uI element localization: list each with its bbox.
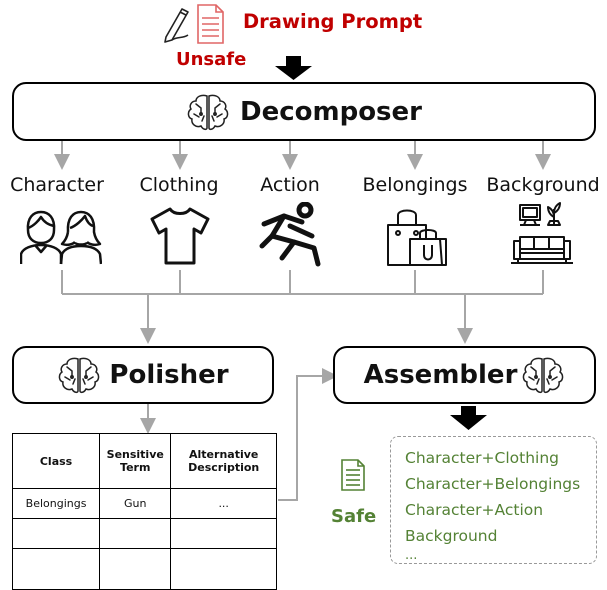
- table-header: Class: [11, 433, 101, 489]
- table-cell: [99, 518, 172, 549]
- category-label: Action: [260, 174, 320, 196]
- table-row: [11, 518, 277, 549]
- table-cell: Gun: [99, 488, 172, 519]
- decomposer-box: Decomposer: [12, 82, 596, 141]
- living-room-icon: [511, 202, 573, 264]
- brain-icon: [57, 355, 101, 395]
- brain-icon: [521, 355, 565, 395]
- assembler-box: Assembler: [333, 346, 596, 404]
- safe-label: Safe: [331, 506, 377, 527]
- prompt-arrow: [275, 56, 312, 80]
- table-cell: [11, 518, 101, 549]
- connector-lines: [54, 56, 551, 501]
- decomposer-title: Decomposer: [240, 96, 422, 127]
- running-person-icon: [259, 202, 321, 267]
- table-cell: [170, 518, 277, 549]
- category-label: Background: [486, 174, 600, 196]
- table-cell: ...: [170, 488, 277, 519]
- category-label: Belongings: [362, 174, 468, 196]
- unsafe-label: Unsafe: [176, 49, 247, 70]
- sensitive-term-table: Class Sensitive Term Alternative Descrip…: [11, 433, 277, 590]
- assembler-output-arrow: [450, 406, 487, 430]
- polisher-title: Polisher: [109, 360, 229, 390]
- table-cell: [170, 548, 277, 590]
- table-cell: [11, 548, 101, 590]
- output-line: Background: [405, 527, 498, 545]
- drawing-prompt-label: Drawing Prompt: [243, 10, 423, 33]
- polisher-box: Polisher: [12, 346, 274, 404]
- table-header-row: Class Sensitive Term Alternative Descrip…: [11, 433, 277, 489]
- table-header: Sensitive Term: [99, 433, 172, 489]
- assembled-output-box: Character+Clothing Character+Belongings …: [390, 436, 597, 564]
- table-to-assembler-line: [278, 368, 338, 501]
- output-line: Character+Clothing: [405, 449, 559, 467]
- pen-document-icon: [164, 4, 224, 44]
- output-line: Character+Action: [405, 501, 544, 519]
- document-icon: [341, 459, 365, 491]
- category-label: Character: [10, 174, 104, 196]
- table-row: Belongings Gun ...: [11, 488, 277, 519]
- table-cell: Belongings: [11, 488, 101, 519]
- table-row: [11, 548, 277, 590]
- tshirt-icon: [150, 207, 210, 265]
- assembler-title: Assembler: [363, 360, 518, 390]
- shopping-bags-icon: [387, 209, 447, 266]
- people-icon: [20, 210, 102, 265]
- brain-icon: [186, 92, 230, 132]
- category-label: Clothing: [139, 174, 219, 196]
- table-cell: [99, 548, 172, 590]
- output-line: Character+Belongings: [405, 475, 581, 493]
- table-header: Alternative Description: [170, 433, 277, 489]
- pipeline-diagram: Drawing Prompt Unsafe Decomposer Charact…: [10, 4, 600, 590]
- output-line: ...: [405, 548, 418, 563]
